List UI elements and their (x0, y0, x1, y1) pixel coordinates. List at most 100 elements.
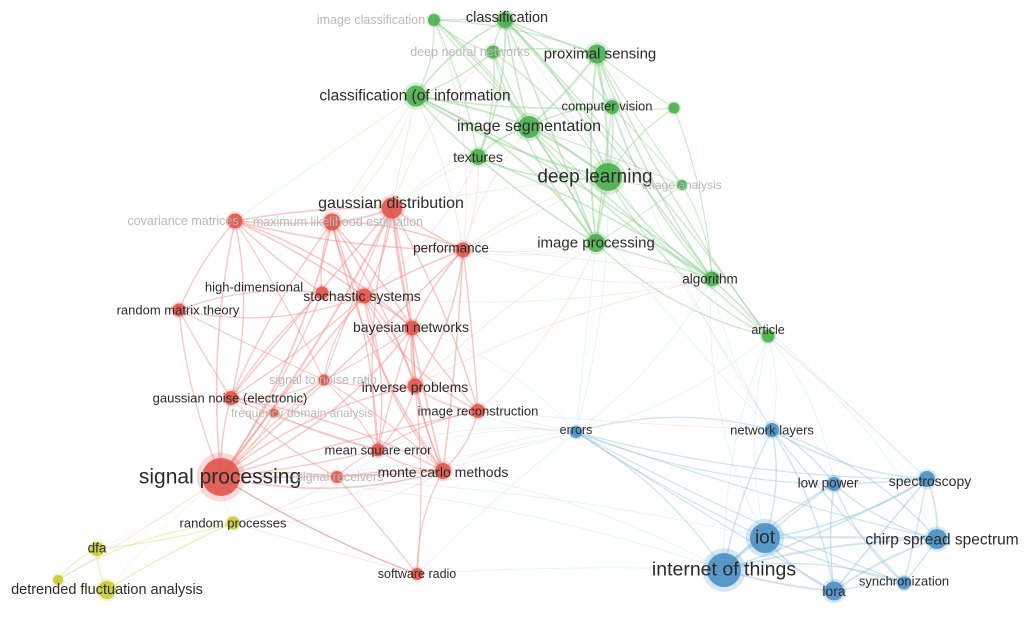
network-node[interactable] (405, 376, 425, 396)
network-node[interactable] (225, 211, 245, 231)
node-circle[interactable] (407, 378, 423, 394)
node-circle[interactable] (331, 471, 343, 483)
network-node[interactable] (402, 318, 422, 338)
network-link (771, 429, 905, 584)
network-node[interactable] (666, 100, 682, 116)
node-circle[interactable] (765, 423, 779, 437)
nodes-layer[interactable] (51, 9, 950, 604)
node-circle[interactable] (172, 303, 186, 317)
network-node[interactable] (702, 269, 722, 289)
node-circle[interactable] (761, 329, 775, 343)
network-node[interactable] (916, 468, 938, 490)
network-link (607, 176, 713, 280)
network-node[interactable] (825, 475, 843, 493)
network-node[interactable] (469, 402, 487, 420)
node-circle[interactable] (356, 288, 372, 304)
node-circle[interactable] (226, 516, 240, 530)
node-circle[interactable] (897, 576, 911, 590)
node-circle[interactable] (587, 44, 607, 64)
network-node[interactable] (321, 211, 343, 233)
network-node[interactable] (584, 41, 610, 67)
node-circle[interactable] (470, 149, 486, 165)
network-node[interactable] (51, 573, 65, 587)
node-circle[interactable] (587, 234, 605, 252)
node-circle[interactable] (707, 553, 741, 587)
network-node[interactable] (763, 421, 781, 439)
network-node[interactable] (821, 578, 847, 604)
network-node[interactable] (329, 469, 345, 485)
node-circle[interactable] (227, 213, 243, 229)
node-circle[interactable] (594, 163, 622, 191)
node-circle[interactable] (202, 458, 240, 496)
node-circle[interactable] (435, 463, 451, 479)
node-circle[interactable] (677, 180, 687, 190)
network-node[interactable] (402, 82, 430, 110)
network-node[interactable] (895, 574, 913, 592)
network-node[interactable] (584, 231, 608, 255)
network-node[interactable] (568, 424, 584, 440)
node-circle[interactable] (323, 213, 341, 231)
node-circle[interactable] (919, 471, 935, 487)
node-circle[interactable] (98, 581, 116, 599)
network-node[interactable] (88, 540, 106, 558)
network-node[interactable] (759, 327, 777, 345)
network-node[interactable] (484, 43, 502, 61)
network-node[interactable] (494, 9, 516, 31)
node-circle[interactable] (404, 320, 420, 336)
node-circle[interactable] (827, 477, 841, 491)
node-circle[interactable] (53, 575, 63, 585)
network-link (416, 470, 444, 575)
network-node[interactable] (268, 407, 280, 419)
network-node[interactable] (432, 460, 454, 482)
network-node[interactable] (170, 301, 188, 319)
network-node[interactable] (222, 389, 240, 407)
network-node[interactable] (409, 566, 425, 582)
node-circle[interactable] (224, 391, 238, 405)
network-node[interactable] (224, 514, 242, 532)
node-circle[interactable] (381, 197, 403, 219)
network-node[interactable] (745, 518, 785, 558)
network-node[interactable] (514, 112, 544, 142)
node-circle[interactable] (90, 542, 104, 556)
node-circle[interactable] (605, 100, 619, 114)
network-node[interactable] (453, 240, 473, 260)
network-node[interactable] (316, 372, 332, 388)
node-circle[interactable] (518, 116, 540, 138)
network-node[interactable] (603, 98, 621, 116)
network-node[interactable] (95, 578, 119, 602)
node-circle[interactable] (318, 374, 330, 386)
node-circle[interactable] (471, 404, 485, 418)
node-circle[interactable] (927, 529, 947, 549)
node-circle[interactable] (486, 45, 500, 59)
node-circle[interactable] (668, 102, 680, 114)
network-node[interactable] (675, 178, 689, 192)
node-circle[interactable] (411, 568, 423, 580)
network-link (106, 522, 234, 591)
network-node[interactable] (378, 194, 406, 222)
node-circle[interactable] (497, 12, 513, 28)
node-circle[interactable] (315, 286, 329, 300)
node-circle[interactable] (371, 443, 385, 457)
node-circle[interactable] (428, 14, 440, 26)
network-node[interactable] (313, 284, 331, 302)
network-node[interactable] (467, 146, 489, 168)
network-node[interactable] (354, 286, 374, 306)
network-node[interactable] (196, 452, 246, 502)
network-link (673, 107, 713, 280)
network-link (477, 19, 507, 158)
node-circle[interactable] (405, 85, 427, 107)
network-node[interactable] (924, 526, 950, 552)
network-node[interactable] (702, 548, 746, 592)
network-node[interactable] (590, 159, 626, 195)
network-node[interactable] (426, 12, 442, 28)
network-node[interactable] (369, 441, 387, 459)
node-circle[interactable] (824, 581, 844, 601)
node-circle[interactable] (269, 408, 279, 418)
node-circle[interactable] (704, 271, 720, 287)
node-circle[interactable] (750, 523, 780, 553)
network-link (596, 53, 683, 186)
node-circle[interactable] (455, 242, 471, 258)
node-circle[interactable] (570, 426, 582, 438)
